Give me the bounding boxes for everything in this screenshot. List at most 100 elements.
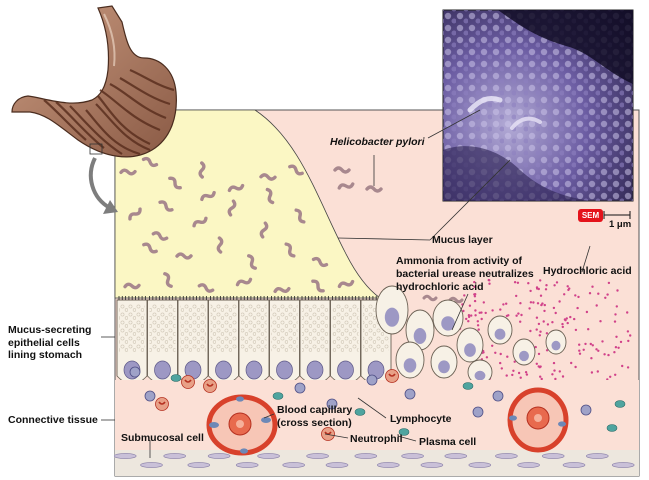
acid-dot [561,375,565,378]
nucleus [494,328,506,340]
acid-dot [558,300,561,303]
acid-dot [505,374,508,377]
blood-capillary-label-line2: (cross section) [277,417,352,429]
acid-dot [539,294,543,297]
acid-dot [537,322,541,326]
acid-dot [463,294,466,297]
plasma-cell [354,408,366,416]
bacterium [151,231,169,241]
nucleus [154,360,171,380]
blood-capillary-right [507,387,569,453]
neutrophil-cell [155,397,169,411]
submucosal-cell [187,462,211,468]
nucleus [519,350,529,362]
submucosal-cell-label: Submucosal cell [121,432,204,444]
helicobacter-label: Helicobacter pylori [330,136,425,148]
acid-dot [607,281,611,285]
acid-dot [491,309,494,312]
acid-dot [553,284,556,287]
acid-dot [554,311,557,315]
acid-dot [536,287,539,290]
acid-dot [529,289,532,293]
acid-dot [484,311,487,315]
acid-dot [606,293,609,296]
acid-dot [614,346,618,349]
acid-dot [597,292,600,295]
damaged-cell [395,341,425,379]
submucosal-cell [562,462,586,468]
blood-capillary-left [206,394,278,456]
acid-dot [563,293,566,296]
curved-arrow-icon [89,157,112,210]
acid-dot [538,334,541,337]
submucosal-cell [235,462,259,468]
bacterium [247,254,257,270]
acid-dot [626,366,630,369]
acid-dot [539,330,542,333]
lymphocyte-cell [144,390,156,402]
acid-dot [591,344,594,347]
plasma-cell [606,424,618,432]
acid-dot [546,323,550,326]
submucosal-cell [611,462,635,468]
acid-dot [582,348,585,351]
acid-dot [473,285,476,288]
nucleus [337,360,354,380]
acid-dot [480,317,483,321]
acid-dot [473,295,477,298]
acid-dot [517,312,520,315]
acid-dot [535,316,539,319]
bacterium [265,187,275,205]
damaged-cell [456,327,484,363]
acid-dot [555,281,559,284]
acid-dot [534,345,537,349]
acid-dot [543,309,546,313]
acid-dot [494,351,497,354]
acid-dot [488,279,491,282]
bacterium [337,279,355,289]
bacterium [294,208,306,224]
lymphocyte-cell [472,406,484,418]
nucleus [215,360,232,380]
acid-dot [476,324,480,327]
submucosal-cell [163,453,186,459]
acid-dot [511,373,514,377]
blood-capillary-label-line1: Blood capillary [277,404,353,416]
connective-cells [129,366,626,441]
damaged-cell [467,359,493,385]
bacterium [365,185,383,193]
acid-dot [539,365,542,368]
acid-dot [515,314,518,317]
acid-dot [609,375,612,378]
acid-dot [519,320,522,323]
acid-dot [545,284,548,287]
epithelial-cell [177,296,209,385]
acid-dot [519,376,522,379]
acid-dot [566,321,569,325]
acid-dot [569,315,572,319]
submucosal-cell [517,462,540,468]
neutrophil-cell [385,369,399,383]
bacterium [192,216,208,228]
acid-dot [551,373,554,376]
acid-dot [544,288,548,291]
acid-dot [617,346,620,349]
damaged-cell [487,315,513,345]
damaged-cell [375,285,409,335]
mucus-cells-label: Mucus-secreting epithelial cells lining … [8,324,91,362]
acid-dot [588,292,592,295]
plasma-cell [272,392,284,400]
mucus-cells-label-line2: epithelial cells [8,336,80,349]
lymphocyte-cell [366,374,378,386]
acid-dot [595,348,598,351]
acid-dot [477,328,480,331]
acid-dot [578,349,581,352]
bacterium [216,236,224,254]
bacteria-group [119,156,464,304]
bacterium [311,279,325,293]
acid-dot [462,309,465,313]
ammonia-label-line3: hydrochloric acid [396,281,484,293]
acid-dot [545,349,549,352]
nucleus [441,316,455,331]
acid-dot [519,302,522,305]
